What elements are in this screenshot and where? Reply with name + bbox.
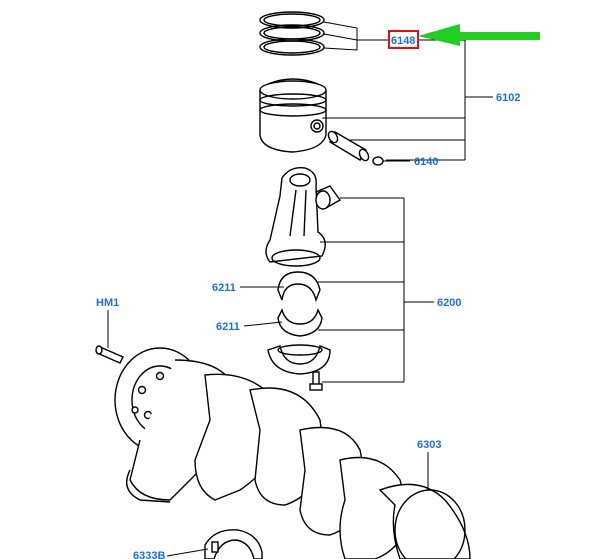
label-thrust-bearing[interactable]: 6333B (133, 550, 165, 559)
label-bearing-lower[interactable]: 6211 (216, 321, 240, 333)
dowel-pin[interactable] (95, 345, 124, 364)
leader-lines (107, 21, 493, 557)
label-piston-pin-clip[interactable]: 6140 (414, 156, 438, 168)
connecting-rod-cap[interactable] (267, 344, 331, 375)
label-dowel-pin[interactable]: HM1 (96, 297, 119, 309)
label-connecting-rod-assembly[interactable]: 6200 (437, 297, 461, 309)
label-bearing-upper[interactable]: 6211 (212, 282, 236, 294)
piston-rings[interactable] (259, 11, 325, 56)
label-crankshaft[interactable]: 6303 (417, 439, 441, 451)
rod-cap-bolt[interactable] (309, 371, 323, 391)
piston-pin[interactable] (327, 130, 371, 162)
label-piston-assembly[interactable]: 6102 (496, 92, 520, 104)
green-arrow-indicator (418, 24, 540, 46)
small-end-bushing[interactable] (314, 185, 342, 210)
crankshaft[interactable] (114, 347, 471, 559)
piston[interactable] (259, 78, 327, 153)
part-number-highlight (388, 30, 419, 49)
bearing-shell-lower[interactable] (277, 308, 323, 337)
bearing-shell-upper[interactable] (277, 271, 321, 303)
piston-pin-clip[interactable] (372, 156, 384, 166)
connecting-rod[interactable] (265, 167, 326, 267)
thrust-bearing[interactable] (204, 529, 263, 559)
label-piston-rings[interactable]: 6148 (391, 35, 415, 47)
